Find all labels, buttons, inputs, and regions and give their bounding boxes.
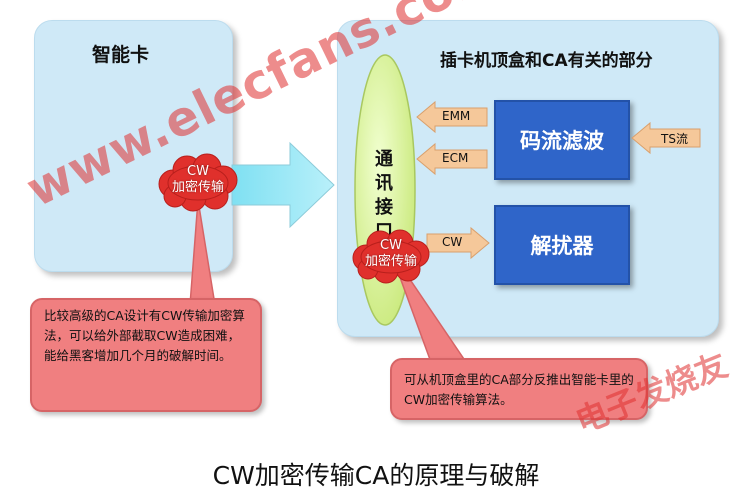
ecm-label: ECM: [442, 151, 469, 165]
cw-arrow: [426, 226, 490, 260]
left-cloud-text: CW 加密传输: [160, 164, 236, 196]
right-cloud-line1: CW: [380, 238, 402, 253]
left-cloud-line1: CW: [187, 164, 209, 179]
left-callout-pointer: [189, 200, 216, 306]
stb-ca-title: 插卡机顶盒和CA有关的部分: [440, 51, 653, 71]
cw-label: CW: [442, 235, 463, 249]
ts-stream-label: TS流: [661, 132, 688, 146]
right-cloud-line2: 加密传输: [364, 254, 417, 269]
brand-watermark: 电子发烧友: [570, 345, 733, 441]
left-cw-cloud: [158, 153, 238, 212]
smart-card-title: 智能卡: [92, 44, 150, 66]
right-cw-cloud: [352, 229, 430, 284]
emm-arrow: [416, 100, 488, 134]
right-callout: 可从机顶盒里的CA部分反推出智能卡里的CW加密传输算法。: [390, 358, 648, 420]
left-cloud-line2: 加密传输: [171, 180, 224, 195]
ecm-arrow: [416, 142, 488, 176]
emm-label: EMM: [442, 109, 471, 123]
left-callout: 比较高级的CA设计有CW传输加密算法，可以给外部截取CW造成困难，能给黑客增加几…: [30, 298, 262, 412]
card-to-stb-arrow: [231, 141, 335, 229]
diagram-caption: CW加密传输CA的原理与破解: [212, 461, 540, 490]
ts-stream-arrow: [631, 121, 701, 155]
right-cloud-text: CW 加密传输: [352, 238, 430, 270]
descrambler-block: 解扰器: [494, 205, 630, 285]
stream-filter-block: 码流滤波: [494, 100, 630, 180]
